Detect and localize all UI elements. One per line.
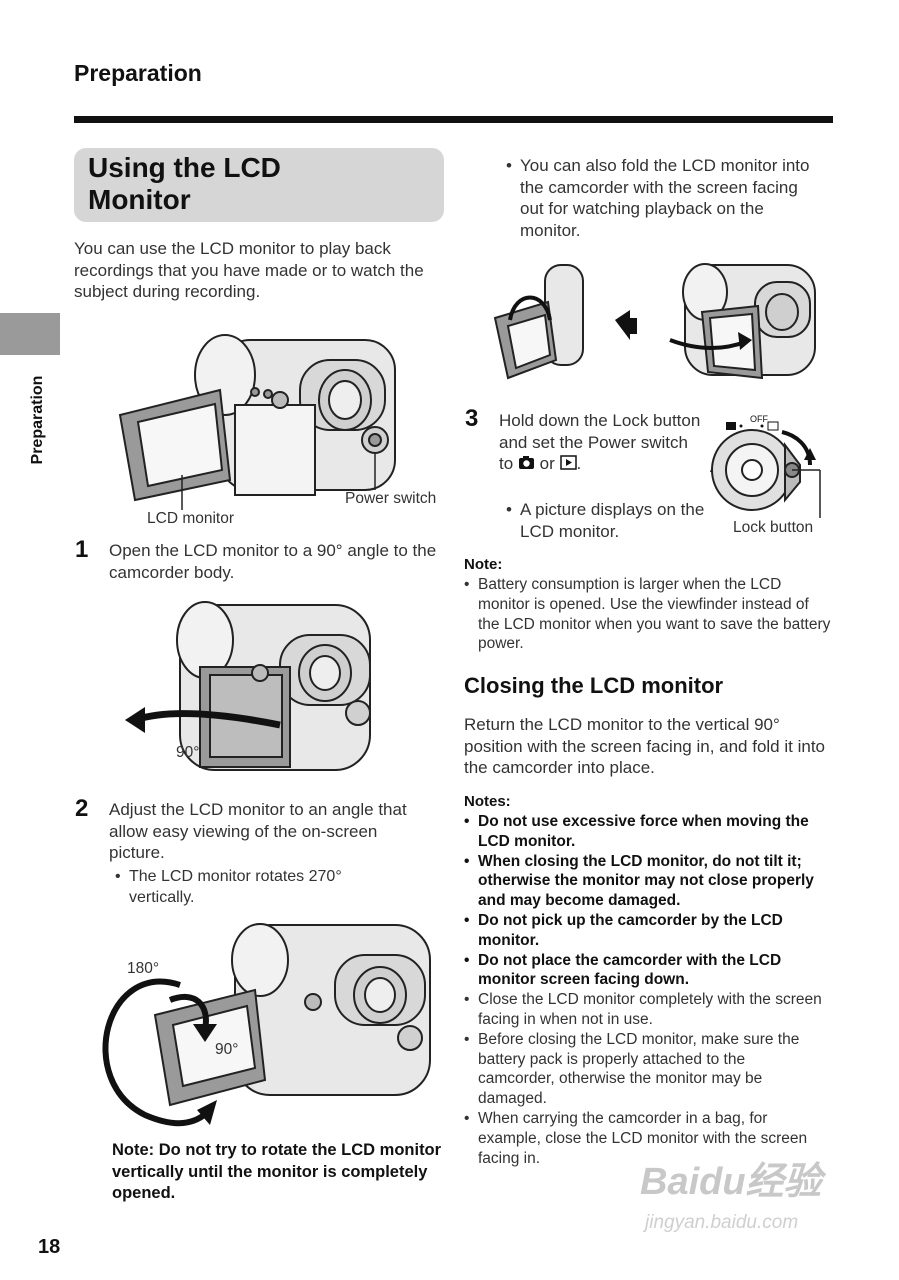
- svg-text:OFF: OFF: [750, 414, 768, 424]
- lock-button-label: Lock button: [733, 519, 814, 536]
- notes-heading: Notes:: [464, 793, 511, 810]
- step-2-number: 2: [75, 795, 89, 822]
- note-item: Close the LCD monitor completely with th…: [464, 990, 826, 1030]
- watermark-logo: Baidu经验: [640, 1161, 822, 1203]
- side-tab-marker: [0, 313, 60, 355]
- playback-mode-icon: [559, 454, 577, 470]
- notes-list: Do not use excessive force when moving t…: [464, 812, 826, 1168]
- step-3-text: Hold down the Lock button and set the Po…: [499, 411, 701, 473]
- step-3-bullet: A picture displays on the LCD monitor.: [506, 499, 706, 542]
- page-number: 18: [38, 1236, 61, 1258]
- step-1-number: 1: [75, 536, 89, 563]
- step-2-text: Adjust the LCD monitor to an angle that …: [109, 800, 407, 862]
- side-tab-label: Preparation: [29, 375, 46, 465]
- page-title: Using the LCD Monitor: [88, 152, 281, 215]
- note-item: Before closing the LCD monitor, make sur…: [464, 1030, 826, 1109]
- angle-180-label: 180°: [127, 960, 160, 977]
- battery-note: Battery consumption is larger when the L…: [464, 575, 834, 654]
- rotate-warning-note: Note: Do not try to rotate the LCD monit…: [112, 1141, 442, 1202]
- note-item: When carrying the camcorder in a bag, fo…: [464, 1109, 826, 1168]
- angle-90-label: 90°: [176, 744, 200, 761]
- closing-heading: Closing the LCD monitor: [464, 673, 724, 698]
- camcorder-lcd-open-illustration: [118, 334, 396, 510]
- step-2-bullet: The LCD monitor rotates 270° vertically.: [115, 866, 405, 908]
- power-switch-label: Power switch: [345, 490, 437, 507]
- header-rule: [74, 116, 833, 123]
- camcorder-rotate-illustration: [102, 923, 431, 1127]
- camera-mode-icon: [518, 454, 535, 469]
- intro-paragraph: You can use the LCD monitor to play back…: [74, 239, 424, 301]
- camcorder-90-degree-illustration: [125, 601, 371, 771]
- note-item: Do not use excessive force when moving t…: [464, 812, 826, 852]
- power-switch-dial-illustration: OFF: [710, 414, 821, 518]
- camcorder-fold-illustration: [493, 263, 816, 380]
- note-item: Do not place the camcorder with the LCD …: [464, 951, 826, 991]
- step-3-number: 3: [465, 405, 479, 432]
- watermark-url: jingyan.baidu.com: [645, 1212, 799, 1233]
- page-title-box: Using the LCD Monitor: [74, 148, 444, 222]
- closing-paragraph: Return the LCD monitor to the vertical 9…: [464, 715, 825, 777]
- note-heading: Note:: [464, 556, 503, 573]
- note-item: Do not pick up the camcorder by the LCD …: [464, 911, 826, 951]
- note-item: When closing the LCD monitor, do not til…: [464, 852, 826, 911]
- angle-90-inner-label: 90°: [215, 1041, 239, 1058]
- section-header: Preparation: [74, 60, 202, 86]
- lcd-monitor-label: LCD monitor: [147, 510, 234, 527]
- step-1-text: Open the LCD monitor to a 90° angle to t…: [109, 541, 437, 582]
- fold-tip-bullet: You can also fold the LCD monitor into t…: [506, 155, 826, 241]
